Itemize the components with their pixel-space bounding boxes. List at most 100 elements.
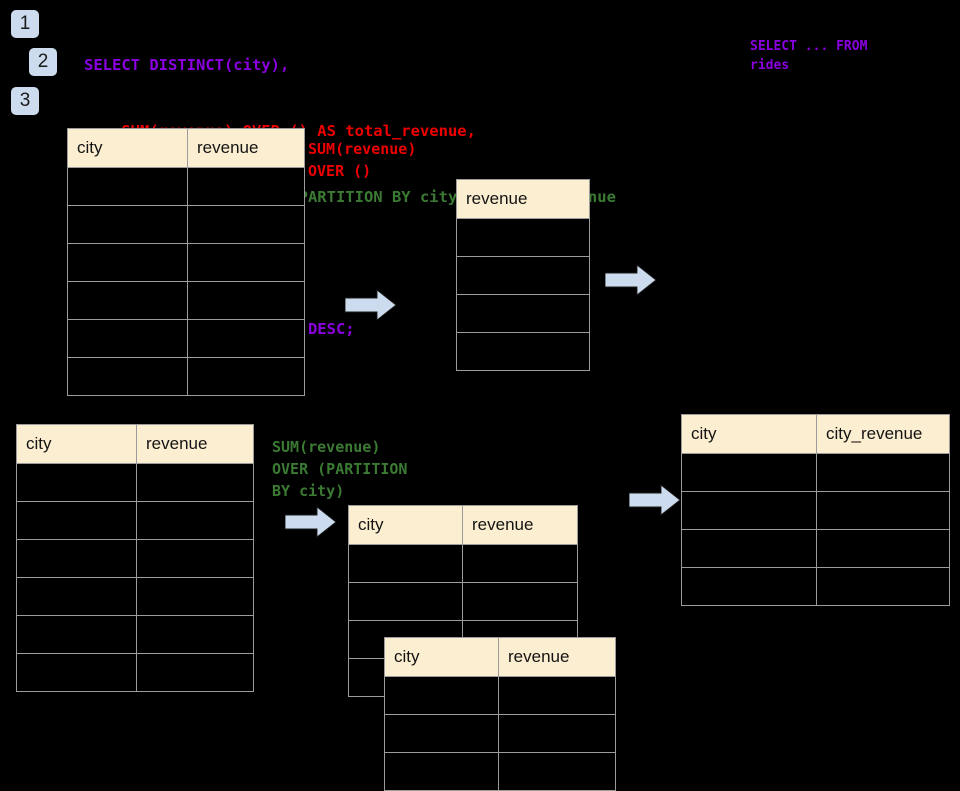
arrow-rides-to-partition-icon bbox=[285, 506, 337, 538]
cell-revenue bbox=[187, 167, 305, 206]
table-row bbox=[456, 218, 590, 257]
cell-revenue bbox=[187, 243, 305, 282]
cell-city bbox=[16, 539, 137, 578]
column-header-city: city bbox=[348, 505, 463, 545]
step-badge-1: 1 bbox=[11, 10, 39, 38]
column-header-revenue: revenue bbox=[498, 637, 616, 677]
cell-city bbox=[16, 463, 137, 502]
annotation-sum-over-partition: SUM(revenue) OVER (PARTITION BY city) bbox=[272, 438, 408, 500]
table-row bbox=[384, 752, 616, 791]
table-row bbox=[16, 501, 254, 540]
column-header-city: city bbox=[681, 414, 817, 454]
cell-revenue bbox=[187, 357, 305, 396]
table-partition-group-2: city revenue bbox=[384, 637, 616, 791]
cell-revenue bbox=[136, 615, 254, 654]
cell-city-revenue bbox=[816, 567, 950, 606]
table-row bbox=[456, 294, 590, 333]
cell-city bbox=[67, 167, 188, 206]
step-badge-2: 2 bbox=[29, 48, 57, 76]
sql-line-select: SELECT DISTINCT(city), bbox=[84, 56, 290, 74]
column-header-revenue: revenue bbox=[136, 424, 254, 464]
cell-city bbox=[681, 491, 817, 530]
cell-revenue bbox=[187, 319, 305, 358]
table-row bbox=[384, 676, 616, 715]
column-header-revenue: revenue bbox=[187, 128, 305, 168]
table-row bbox=[456, 332, 590, 371]
cell-city-revenue bbox=[816, 529, 950, 568]
table-header-row: city city_revenue bbox=[681, 414, 950, 454]
cell-city bbox=[681, 529, 817, 568]
column-header-city: city bbox=[384, 637, 499, 677]
arrow-partition-to-result-icon bbox=[629, 484, 681, 516]
table-rides-source-bottom: city revenue bbox=[16, 424, 254, 692]
column-header-revenue: revenue bbox=[462, 505, 578, 545]
cell-revenue bbox=[136, 653, 254, 692]
step-badge-3: 3 bbox=[11, 87, 39, 115]
table-row bbox=[67, 319, 305, 358]
table-row bbox=[16, 653, 254, 692]
table-row bbox=[67, 357, 305, 396]
cell-revenue bbox=[498, 676, 616, 715]
table-header-row: city revenue bbox=[384, 637, 616, 677]
cell-revenue bbox=[462, 544, 578, 583]
table-row bbox=[67, 167, 305, 206]
cell-revenue bbox=[456, 294, 590, 333]
table-header-row: revenue bbox=[456, 179, 590, 219]
table-row bbox=[348, 544, 578, 583]
table-header-row: city revenue bbox=[67, 128, 305, 168]
table-row bbox=[16, 463, 254, 502]
table-row bbox=[67, 205, 305, 244]
table-city-revenue-result: city city_revenue bbox=[681, 414, 950, 606]
cell-city bbox=[384, 714, 499, 753]
table-row bbox=[456, 256, 590, 295]
cell-revenue bbox=[456, 256, 590, 295]
cell-revenue bbox=[187, 205, 305, 244]
table-row bbox=[681, 491, 950, 530]
table-row bbox=[681, 529, 950, 568]
cell-city-revenue bbox=[816, 453, 950, 492]
column-header-city: city bbox=[16, 424, 137, 464]
cell-revenue bbox=[136, 501, 254, 540]
table-row bbox=[681, 567, 950, 606]
cell-city bbox=[681, 567, 817, 606]
column-header-revenue: revenue bbox=[456, 179, 590, 219]
cell-city bbox=[16, 577, 137, 616]
cell-city bbox=[16, 653, 137, 692]
table-row bbox=[16, 615, 254, 654]
cell-revenue bbox=[136, 463, 254, 502]
cell-revenue bbox=[498, 714, 616, 753]
cell-city bbox=[67, 205, 188, 244]
cell-revenue bbox=[136, 577, 254, 616]
table-rides-source-top: city revenue bbox=[67, 128, 305, 396]
arrow-total-to-result-icon bbox=[605, 264, 657, 296]
table-row bbox=[384, 714, 616, 753]
cell-city bbox=[67, 281, 188, 320]
cell-city bbox=[67, 243, 188, 282]
cell-city bbox=[384, 676, 499, 715]
cell-revenue bbox=[456, 332, 590, 371]
table-header-row: city revenue bbox=[348, 505, 578, 545]
column-header-city: city bbox=[67, 128, 188, 168]
cell-city-revenue bbox=[816, 491, 950, 530]
table-row bbox=[16, 539, 254, 578]
table-header-row: city revenue bbox=[16, 424, 254, 464]
cell-city bbox=[67, 319, 188, 358]
arrow-rides-to-total-icon bbox=[345, 289, 397, 321]
cell-city bbox=[384, 752, 499, 791]
table-row bbox=[681, 453, 950, 492]
annotation-select-from: SELECT ... FROM rides bbox=[750, 39, 868, 73]
table-partition-group-1: city revenue bbox=[348, 505, 578, 697]
cell-revenue bbox=[462, 582, 578, 621]
cell-city bbox=[348, 582, 463, 621]
table-row bbox=[348, 582, 578, 621]
table-total-revenue: revenue bbox=[456, 179, 590, 371]
cell-revenue bbox=[456, 218, 590, 257]
table-row bbox=[67, 243, 305, 282]
cell-city bbox=[681, 453, 817, 492]
table-row bbox=[67, 281, 305, 320]
cell-city bbox=[67, 357, 188, 396]
cell-revenue bbox=[136, 539, 254, 578]
cell-city bbox=[16, 615, 137, 654]
table-row bbox=[16, 577, 254, 616]
annotation-sum-over-empty: SUM(revenue) OVER () bbox=[308, 140, 417, 180]
